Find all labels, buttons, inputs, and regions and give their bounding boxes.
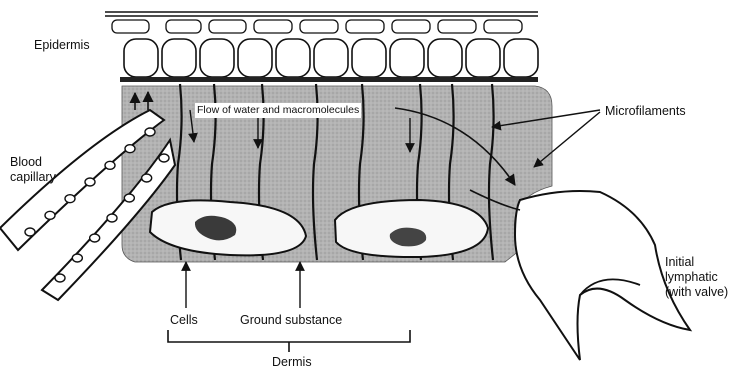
label-with-valve: (with valve): [665, 285, 728, 300]
red-blood-cell: [72, 254, 82, 262]
basement-membrane: [120, 77, 538, 82]
flattened-cell-row: [112, 20, 522, 33]
label-capillary: capillary: [10, 170, 56, 185]
epidermis-cell: [162, 39, 196, 77]
epidermis-cell: [200, 39, 234, 77]
label-blood: Blood: [10, 155, 42, 170]
epidermis-cell-row: [124, 39, 538, 77]
initial-lymphatic-vessel: [515, 191, 690, 360]
label-lymphatic: lymphatic: [665, 270, 718, 285]
red-blood-cell: [105, 161, 115, 169]
red-blood-cell: [124, 194, 134, 202]
red-blood-cell: [55, 274, 65, 282]
red-blood-cell: [142, 174, 152, 182]
epidermis-cell: [504, 39, 538, 77]
red-blood-cell: [159, 154, 169, 162]
red-blood-cell: [90, 234, 100, 242]
epidermis-cell: [314, 39, 348, 77]
red-blood-cell: [25, 228, 35, 236]
red-blood-cell: [107, 214, 117, 222]
epidermis-cell: [466, 39, 500, 77]
epidermis-cell: [352, 39, 386, 77]
epidermis-cell: [238, 39, 272, 77]
label-initial: Initial: [665, 255, 694, 270]
red-blood-cell: [65, 195, 75, 203]
epidermis-cell: [428, 39, 462, 77]
epidermis-cell: [124, 39, 158, 77]
label-epidermis: Epidermis: [34, 38, 90, 53]
label-ground-substance: Ground substance: [240, 313, 342, 328]
label-cells: Cells: [170, 313, 198, 328]
red-blood-cell: [85, 178, 95, 186]
label-dermis: Dermis: [272, 355, 312, 370]
epidermis-cell: [390, 39, 424, 77]
red-blood-cell: [145, 128, 155, 136]
label-microfilaments: Microfilaments: [605, 104, 686, 119]
epidermis-cell: [276, 39, 310, 77]
red-blood-cell: [45, 211, 55, 219]
dermis-bracket: [168, 330, 410, 352]
label-flow-of-water: Flow of water and macromolecules: [195, 103, 361, 118]
red-blood-cell: [125, 145, 135, 153]
